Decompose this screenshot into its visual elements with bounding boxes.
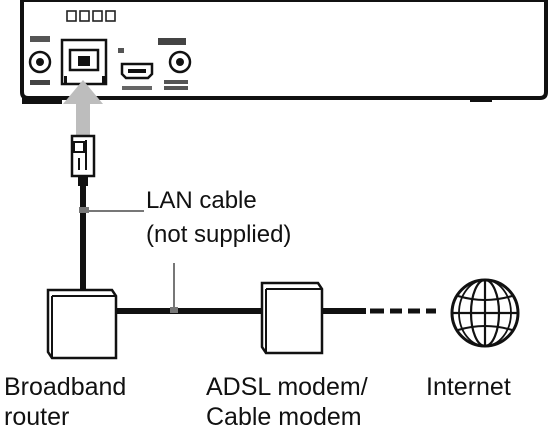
lan-cable-label: LAN cable (not supplied) — [146, 184, 291, 252]
broadband-router — [46, 288, 118, 360]
lan-port — [60, 38, 108, 86]
lan-cable-label-line2: (not supplied) — [146, 221, 292, 248]
lan-plug — [70, 134, 96, 186]
router-label-line1: Broadband — [4, 373, 127, 401]
coaxial-jack — [28, 36, 52, 85]
router-label-line2: router — [4, 403, 70, 431]
lan-cable-label-line1: LAN cable — [146, 187, 257, 214]
modem-label-line1: ADSL modem/ — [206, 373, 368, 401]
globe-icon — [450, 278, 520, 348]
router-label: Broadband router — [4, 372, 126, 432]
internet-label: Internet — [426, 373, 511, 401]
connect-arrow — [63, 80, 103, 136]
hdmi-port — [118, 48, 154, 90]
modem-box — [260, 281, 324, 355]
cable-label-leaders — [79, 207, 178, 313]
lan-cable — [80, 184, 366, 314]
modem-label-line2: Cable modem — [206, 403, 362, 431]
modem-label: ADSL modem/ Cable modem — [206, 372, 368, 432]
top-port-markings — [66, 10, 116, 22]
digital-out-jack — [158, 38, 192, 90]
